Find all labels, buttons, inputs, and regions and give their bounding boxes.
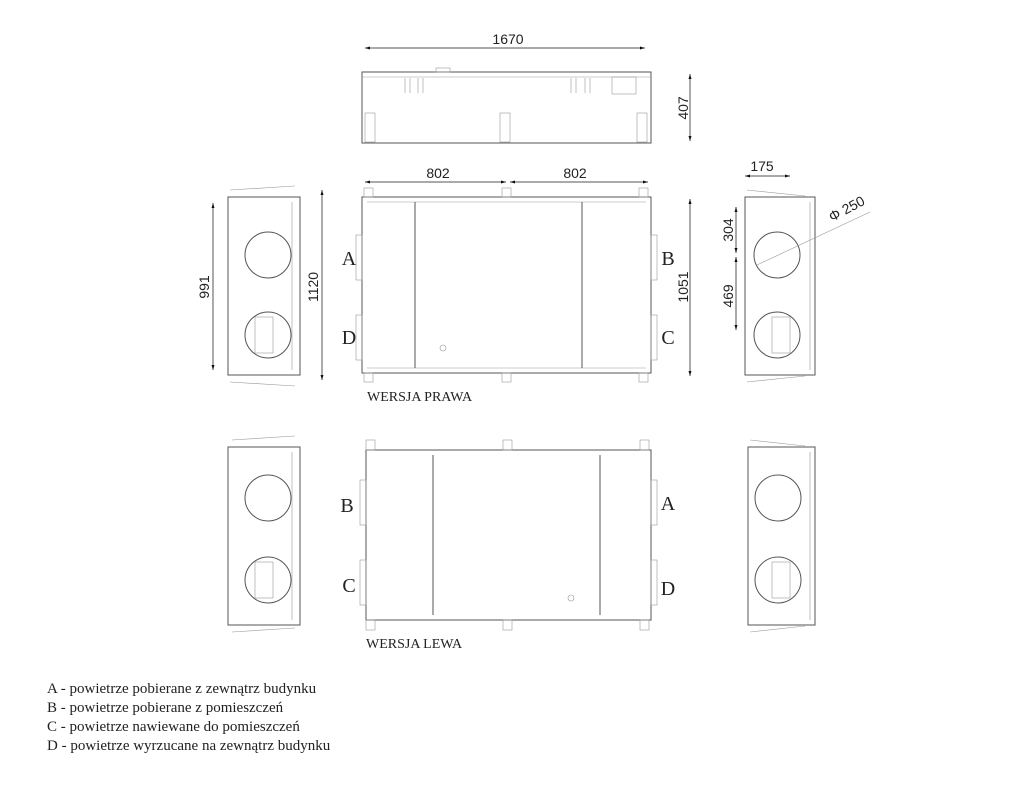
dim-front-height: 1051 (675, 271, 691, 302)
dim-upper-spigot: 304 (720, 218, 736, 242)
dim-length: 1670 (492, 31, 523, 47)
side-view-left-lower (227, 435, 301, 633)
top-view: 1670 407 (361, 31, 692, 144)
legend-item: D - powietrze wyrzucane na zewnątrz budy… (47, 738, 331, 754)
dim-side-inner: 991 (196, 275, 212, 299)
port-label: D (342, 327, 356, 349)
side-view-left-upper: 991 1120 (196, 185, 324, 387)
side-view-right-upper: 175 304 469 Φ 250 (720, 158, 871, 383)
dim-side-outer: 1120 (305, 272, 321, 302)
version-title-left: WERSJA LEWA (366, 637, 463, 652)
legend-item: C - powietrze nawiewane do pomieszczeń (47, 719, 300, 735)
dim-diameter: Φ 250 (826, 192, 868, 224)
dim-side-offset: 175 (750, 158, 774, 174)
front-view-right: 802 802 1051 A D B C WERSJA PRAWA (342, 165, 692, 405)
dim-half-right: 802 (563, 165, 587, 181)
port-label: B (340, 495, 353, 517)
legend-item: B - powietrze pobierane z pomieszczeń (47, 700, 284, 716)
dim-spigot-spacing: 469 (720, 284, 736, 308)
port-label: A (661, 493, 676, 515)
version-title-right: WERSJA PRAWA (367, 390, 473, 405)
legend-item: A - powietrze pobierane z zewnątrz budyn… (47, 681, 317, 697)
legend: A - powietrze pobierane z zewnątrz budyn… (47, 680, 330, 756)
port-label: C (661, 327, 674, 349)
dim-half-left: 802 (426, 165, 450, 181)
port-label: D (661, 578, 675, 600)
port-label: C (342, 575, 355, 597)
port-label: B (661, 248, 674, 270)
port-label: A (342, 248, 357, 270)
front-view-left: B C A D WERSJA LEWA (340, 439, 676, 652)
side-view-right-lower (747, 439, 816, 633)
dim-height-top: 407 (675, 96, 691, 120)
